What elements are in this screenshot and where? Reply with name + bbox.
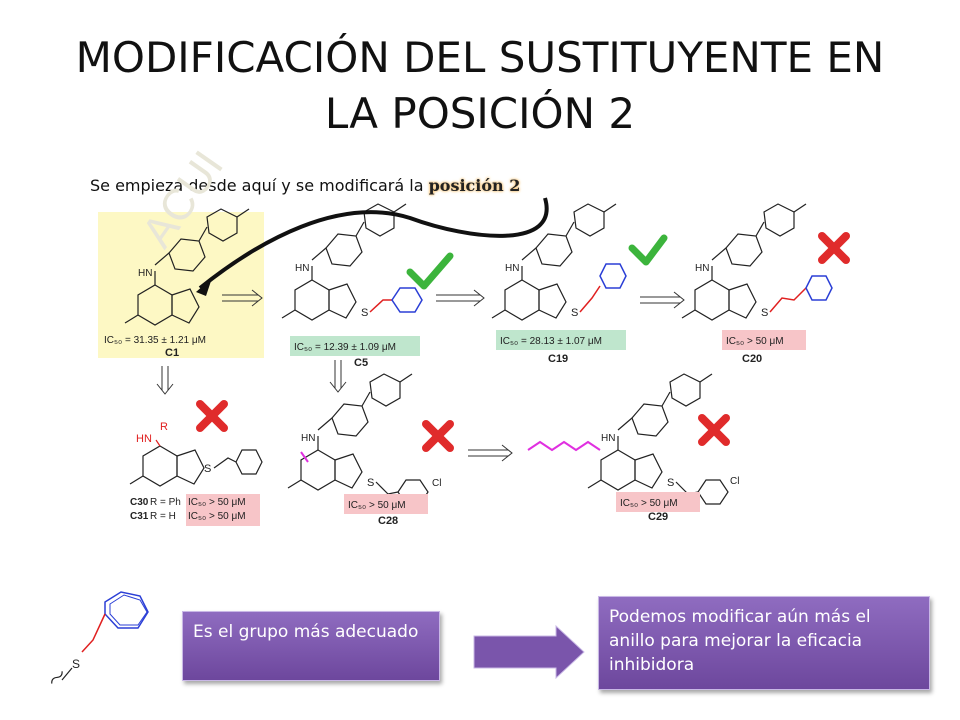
pointer-arrow — [198, 197, 549, 290]
c1-highlight — [98, 212, 264, 358]
c28-nh: HN — [301, 433, 315, 444]
c28-ic50: IC₅₀ > 50 μM — [348, 500, 406, 511]
c5-structure — [281, 203, 407, 321]
c5-check-icon — [406, 252, 454, 290]
c30-r: R — [160, 421, 168, 433]
c31-r-def: R = H — [150, 511, 176, 522]
c30-methyl — [129, 475, 144, 485]
c30-linker — [213, 457, 237, 469]
c30-s: S — [204, 463, 211, 475]
c28-structure — [287, 373, 413, 491]
purple-arrow — [473, 624, 585, 680]
c30-ic50: IC₅₀ > 50 μM — [188, 497, 246, 508]
c28-highlight — [344, 494, 428, 514]
title-line-1: MODIFICACIÓN DEL SUSTITUYENTE EN — [75, 33, 885, 82]
c28-cross-icon — [422, 420, 454, 452]
c29-nh: HN — [601, 433, 615, 444]
c19-phenyl — [599, 263, 627, 289]
c5-label: C5 — [354, 357, 368, 369]
c19-ic50: IC₅₀ = 28.13 ± 1.07 μM — [500, 336, 602, 347]
subtitle-text: Se empieza desde aquí y se modificará la — [90, 176, 429, 195]
c29-cross-icon — [698, 414, 730, 446]
c19-highlight — [496, 330, 626, 350]
c20-label: C20 — [742, 353, 762, 365]
arrow-c5-down — [329, 360, 347, 393]
c5-highlight — [290, 336, 420, 356]
c30-r-def: R = Ph — [150, 497, 181, 508]
title-line-2: LA POSICIÓN 2 — [324, 89, 636, 138]
c20-structure — [681, 203, 807, 321]
c20-ic50: IC₅₀ > 50 μM — [726, 336, 784, 347]
c28-chain — [300, 451, 309, 463]
c20-s: S — [761, 307, 768, 319]
c30-pyrimidine — [142, 445, 178, 487]
c20-nh: HN — [695, 263, 709, 274]
arrow-c28-c29 — [468, 444, 513, 462]
c5-s: S — [361, 307, 368, 319]
c20-phenyl — [805, 275, 833, 301]
c5-linker — [369, 299, 392, 313]
c20-linker — [769, 287, 807, 313]
fragment-s: S — [72, 657, 80, 671]
conclusion-box-left: Es el grupo más adecuado — [182, 611, 440, 681]
benzylthio-fragment — [51, 591, 149, 684]
c5-benzyl — [391, 287, 423, 313]
c19-label: C19 — [548, 353, 568, 365]
c28-label: C28 — [378, 515, 398, 527]
c30-hn: HN — [136, 433, 152, 445]
c29-cl: Cl — [730, 476, 739, 487]
c5-ic50: IC₅₀ = 12.39 ± 1.09 μM — [294, 342, 396, 353]
c29-s: S — [667, 477, 674, 489]
c30-cross-icon — [196, 400, 228, 432]
c19-structure — [491, 203, 617, 321]
c1-ic50: IC₅₀ = 31.35 ± 1.21 μM — [104, 335, 206, 346]
arrow-c5-c19 — [436, 289, 485, 307]
c28-linker — [375, 481, 399, 495]
c29-highlight — [616, 492, 700, 512]
c29-structure — [587, 373, 713, 491]
arrow-c19-c20 — [640, 291, 685, 309]
c28-cl: Cl — [432, 478, 441, 489]
c28-s: S — [367, 477, 374, 489]
subtitle-emphasis: posición 2 — [428, 176, 521, 195]
arrow-c1-down — [156, 366, 174, 395]
c30-highlight — [186, 494, 260, 526]
c19-s: S — [571, 307, 578, 319]
subtitle: Se empieza desde aquí y se modificará la… — [90, 176, 520, 195]
c29-ic50: IC₅₀ > 50 μM — [620, 498, 678, 509]
c30-bond — [155, 439, 161, 447]
c1-nh: HN — [138, 268, 152, 279]
c31-ic50: IC₅₀ > 50 μM — [188, 511, 246, 522]
c30-label: C30 — [130, 497, 149, 508]
page-title: MODIFICACIÓN DEL SUSTITUYENTE EN LA POSI… — [0, 30, 960, 142]
c30-phenyl — [235, 449, 263, 475]
c19-check-icon — [628, 234, 668, 266]
c19-linker — [579, 285, 601, 313]
c19-nh: HN — [505, 263, 519, 274]
c20-highlight — [722, 330, 806, 350]
c31-label: C31 — [130, 511, 149, 522]
c20-cross-icon — [818, 232, 850, 264]
arrow-c1-c5 — [222, 289, 263, 307]
c29-chlorophenyl — [697, 479, 729, 505]
conclusion-box-right: Podemos modificar aún más el anillo para… — [598, 596, 930, 690]
c29-hexyl-chain — [527, 440, 601, 452]
c30-triazole — [176, 449, 205, 485]
c29-label: C29 — [648, 511, 668, 523]
c1-label: C1 — [165, 347, 179, 359]
c5-nh: HN — [295, 263, 309, 274]
pointer-arrowhead — [196, 278, 212, 296]
